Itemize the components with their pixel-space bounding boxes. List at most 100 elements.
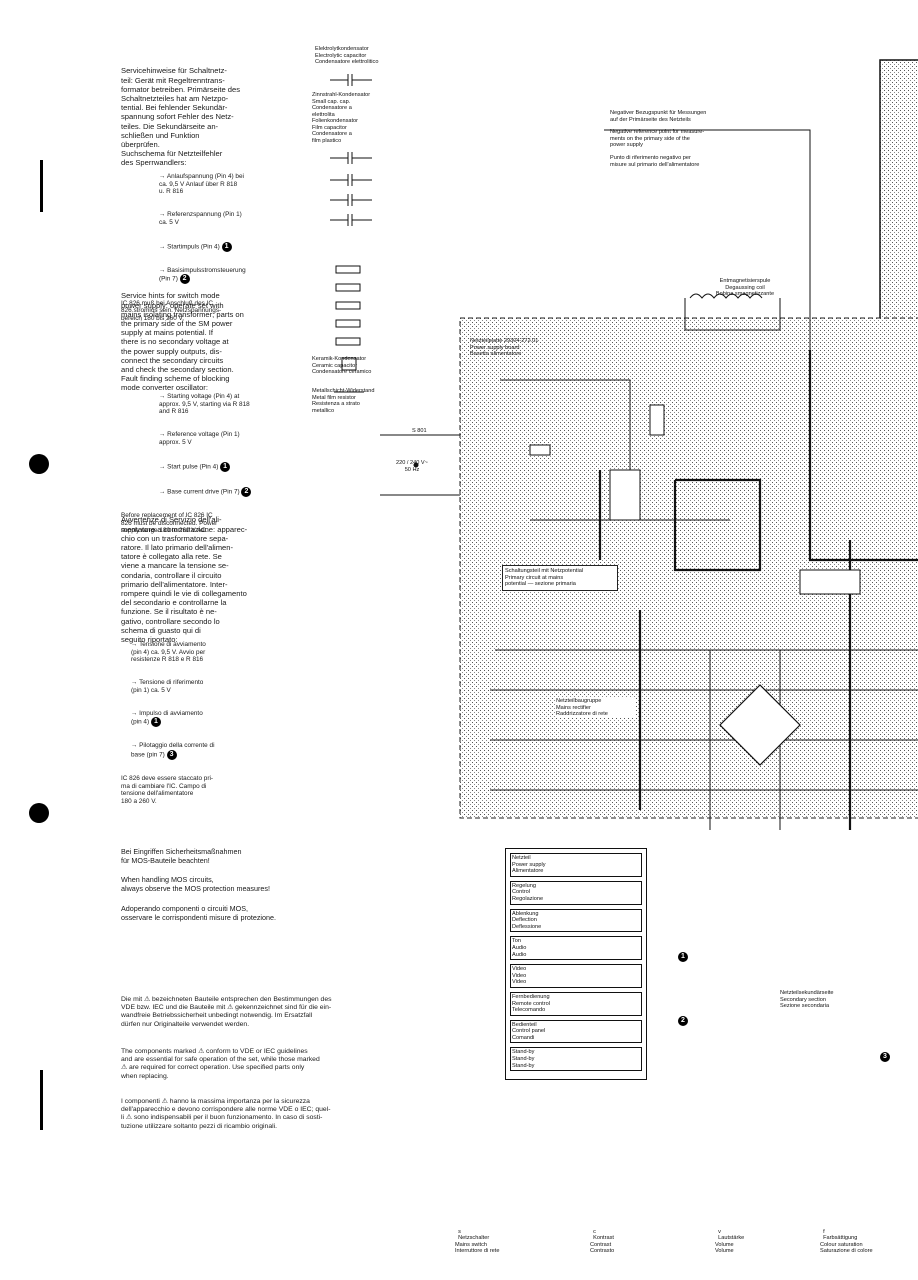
badge-schematic-2: 2	[678, 1012, 688, 1030]
power-supply-schematic	[380, 59, 918, 830]
mains-switch-label: S 801	[412, 428, 427, 434]
block-remote: Fernbedienung Remote control Telecomando	[510, 991, 642, 1016]
badge-2: 2	[179, 274, 190, 285]
margin-punch-hole-2	[29, 803, 49, 823]
mains-voltage-label: 220 / 240 V~ 50 Hz	[396, 460, 428, 473]
badge-1: 1	[150, 717, 161, 728]
mos-note-english: When handling MOS circuits, always obser…	[121, 875, 271, 893]
secondary-block-stack: Netzteil Power supply Alimentatore Regel…	[505, 848, 647, 1080]
italian-note: IC 826 deve essere staccato pri- ma di c…	[121, 775, 213, 805]
contrast-symbol-icon: c	[593, 1228, 596, 1235]
mos-note-german: Bei Eingriffen Sicherheitsmaßnahmen für …	[121, 847, 242, 865]
legend-title: Elektrolytkondensator Electrolytic capac…	[315, 46, 379, 66]
badge-2: 2	[241, 486, 252, 497]
block-audio: Ton Audio Audio	[510, 936, 642, 961]
german-step-3: → Startimpuls (Pin 4) 1	[159, 241, 283, 252]
mos-note-italian: Adoperando componenti o circuiti MOS, os…	[121, 904, 277, 922]
thermistor	[529, 444, 551, 456]
arrow-icon: →	[159, 393, 168, 401]
safety-note-german: Die mit ⚠ bezeichneten Bauteile entsprec…	[121, 996, 332, 1028]
arrow-icon: →	[159, 173, 167, 181]
badge-1: 1	[220, 461, 231, 472]
secondary-wiring	[490, 379, 918, 830]
safety-note-italian: I componenti ⚠ hanno la massima importan…	[121, 1098, 331, 1130]
primary-wiring	[598, 350, 918, 830]
reference-it: Punto di riferimento negativo per misure…	[610, 154, 700, 168]
reference-point-box: Negativer Bezugspunkt für Messungen auf …	[610, 100, 800, 200]
service-hints-italian: Avvertenze di Servizio dell'ali- mentato…	[121, 497, 283, 653]
service-hints-english: Service hints for switch mode power supp…	[121, 273, 283, 402]
badge-3: 3	[166, 749, 177, 760]
board-title: Netzteilplatte 29304-272.01 Power supply…	[470, 338, 539, 358]
isolation-box-label: Schaltungsteil mit Netzpotential Primary…	[502, 565, 618, 591]
italian-step-3: → Impulso di avviamento (pin 4) 1	[131, 709, 203, 728]
footer-legend-volume: v Lautstärke Volume Volume	[715, 1228, 745, 1255]
italian-steps: → Tensione di avviamento (pin 4) ca. 9,5…	[121, 626, 283, 813]
degauss-coil-wire	[684, 298, 781, 331]
secondary-label: Netzteilsekundärseite Secondary section …	[780, 990, 890, 1010]
arrow-icon: →	[131, 709, 140, 717]
badge-1: 1	[221, 241, 232, 252]
italian-intro: Avvertenze di Servizio dell'ali- mentato…	[121, 515, 248, 645]
arrow-icon: →	[159, 431, 168, 439]
english-step-2: → Reference voltage (Pin 1) approx. 5 V	[159, 431, 240, 446]
legend-symbols	[330, 74, 372, 393]
german-note: IC 826 muß bei Anschluß des IC 826 strom…	[121, 299, 222, 322]
block-video: Video Video Video	[510, 964, 642, 988]
isolation-note-box	[799, 569, 861, 595]
english-step-1: → Starting voltage (Pin 4) at approx. 9,…	[159, 393, 250, 416]
block-power-supply: Netzteil Power supply Alimentatore	[510, 853, 642, 877]
block-control-panel: Bedienteil Control panel Comandi	[510, 1019, 642, 1044]
safety-note-english: The components marked ⚠ conform to VDE o…	[121, 1048, 320, 1080]
arrow-icon: →	[131, 742, 140, 750]
german-step-2: → Referenzspannung (Pin 1) ca. 5 V	[159, 211, 242, 226]
italian-step-2: → Tensione di riferimento (pin 1) ca. 5 …	[131, 679, 204, 694]
legend-item-3: Keramik-Kondensator Ceramic capacitor Co…	[312, 356, 372, 376]
footer-legend-contrast: c Kontrast Contrast Contrasto	[590, 1228, 615, 1255]
block-control: Regelung Control Regolazione	[510, 880, 642, 905]
block-standby: Stand-by Stand-by Stand-by	[510, 1047, 642, 1072]
reference-en: Negative reference point for measure- me…	[610, 129, 705, 149]
service-hints-german: Servicehinweise für Schaltnetz- teil: Ge…	[121, 48, 283, 177]
badge-schematic-3: 3	[880, 1048, 890, 1066]
legend-item-2: Folienkondensator Film capacitor Condens…	[312, 118, 359, 144]
footer-legend-colour: f Farbsättigung Colour saturation Satura…	[820, 1228, 873, 1255]
block-deflection: Ablenkung Deflection Deflessione	[510, 908, 642, 933]
fuse	[649, 404, 665, 436]
margin-bar-bottom	[40, 1070, 43, 1130]
german-step-4: → Basisimpulsstromsteuerung (Pin 7) 2	[159, 266, 246, 285]
english-step-3: → Start pulse (Pin 4) 1	[159, 461, 283, 472]
switch-mode-transformer	[609, 469, 641, 521]
arrow-icon: →	[159, 488, 168, 496]
degauss-coil-winding	[689, 293, 763, 299]
german-intro: Servicehinweise für Schaltnetz- teil: Ge…	[121, 66, 241, 168]
margin-punch-hole-1	[29, 454, 49, 474]
legend-item-4: Metallschicht-Widerstand Metal film resi…	[312, 388, 375, 414]
legend-item-1: Zinnstrahl-Kondensator Small cap. cap. C…	[312, 92, 371, 118]
arrow-icon: →	[131, 641, 140, 649]
italian-step-4: → Pilotaggio della corrente di base (pin…	[131, 742, 215, 760]
margin-bar-top	[40, 160, 43, 212]
reference-de: Negativer Bezugspunkt für Messungen auf …	[610, 110, 707, 123]
badge-schematic-1: 1	[678, 948, 688, 966]
volume-symbol-icon: v	[718, 1228, 721, 1235]
reference-leader	[604, 129, 811, 350]
german-steps: → Anlaufspannung (Pin 4) bei ca. 9,5 V A…	[121, 158, 283, 330]
rectifier-label: Netzteilbaugruppe Mains rectifier Raddri…	[556, 698, 636, 718]
mains-terminal	[413, 462, 419, 468]
degauss-label: Entmagnetisierspule Degaussing coil Bobi…	[715, 278, 775, 298]
english-step-4: → Base current drive (Pin 7) 2	[159, 486, 283, 497]
arrow-icon: →	[159, 266, 168, 274]
english-note: Before replacement of IC 826 IC 826 must…	[121, 511, 218, 535]
arrow-icon: →	[159, 243, 168, 251]
colour-symbol-icon: f	[823, 1228, 825, 1235]
arrow-icon: →	[159, 463, 168, 471]
arrow-icon: →	[131, 679, 140, 687]
footer-legend-mains-switch: s Netzschalter Mains switch Interruttore…	[455, 1228, 500, 1255]
rectifier-bridge	[719, 684, 801, 766]
german-step-1: → Anlaufspannung (Pin 4) bei ca. 9,5 V A…	[159, 173, 244, 196]
italian-step-1: → Tensione di avviamento (pin 4) ca. 9,5…	[131, 641, 206, 664]
switch-symbol-icon: s	[458, 1228, 461, 1235]
arrow-icon: →	[159, 211, 168, 219]
english-steps: → Starting voltage (Pin 4) at approx. 9,…	[121, 378, 283, 542]
